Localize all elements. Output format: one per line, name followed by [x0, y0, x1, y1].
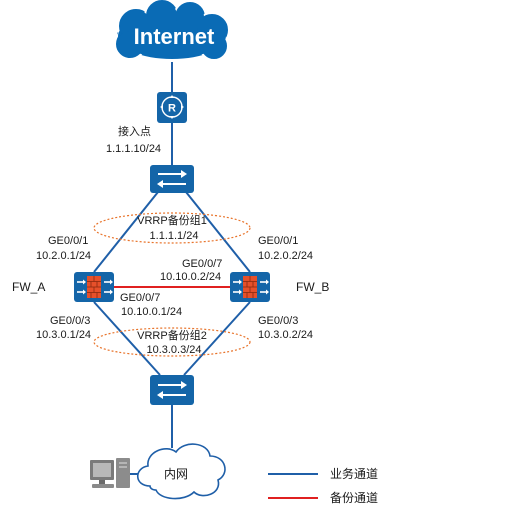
svg-text:R: R	[168, 103, 176, 115]
vrrp-group1-name: VRRP备份组1	[137, 213, 207, 227]
fwa-down-port: GE0/0/3	[50, 315, 90, 327]
link-switch-fwa	[93, 191, 159, 273]
fwa-hb-port: GE0/0/7	[120, 292, 160, 304]
fwb-hb-ip: 10.10.0.2/24	[160, 271, 221, 283]
upper-switch-icon	[150, 165, 194, 193]
fw-b-firewall-icon	[230, 272, 270, 302]
vrrp-group1-ip: 1.1.1.1/24	[150, 230, 199, 242]
router-icon: R	[157, 92, 187, 123]
fwb-hb-port: GE0/0/7	[182, 258, 222, 270]
lower-switch-icon	[150, 375, 194, 405]
vrrp-group1-ellipse	[93, 212, 251, 244]
vrrp-group2-ellipse	[93, 327, 251, 357]
fw-b-name: FW_B	[296, 280, 329, 294]
link-switch-fwb	[185, 191, 251, 273]
internet-label: Internet	[134, 24, 215, 49]
link-fwa-lowswitch	[93, 301, 161, 376]
access-point-ip: 1.1.1.10/24	[106, 143, 161, 155]
internet-cloud: Internet	[114, 0, 230, 61]
fwb-down-ip: 10.3.0.2/24	[258, 329, 313, 341]
intranet-label: 内网	[164, 467, 188, 481]
vrrp-group2-name: VRRP备份组2	[137, 328, 207, 342]
fwa-up-port: GE0/0/1	[48, 235, 88, 247]
legend: 业务通道 备份通道	[268, 466, 378, 505]
link-fwb-lowswitch	[183, 301, 251, 376]
intranet-cloud	[136, 443, 226, 500]
legend-backup-label: 备份通道	[330, 491, 378, 505]
fw-a-name: FW_A	[12, 280, 45, 294]
vrrp-group2-ip: 10.3.0.3/24	[146, 344, 201, 356]
fwa-hb-ip: 10.10.0.1/24	[121, 306, 182, 318]
fwb-up-ip: 10.2.0.2/24	[258, 250, 313, 262]
service-links	[93, 62, 251, 475]
legend-service-label: 业务通道	[330, 466, 378, 481]
fw-a-firewall-icon	[74, 272, 114, 302]
fwb-up-port: GE0/0/1	[258, 235, 298, 247]
fwb-down-port: GE0/0/3	[258, 315, 298, 327]
access-point-label: 接入点	[118, 125, 151, 138]
fwa-up-ip: 10.2.0.1/24	[36, 250, 91, 262]
pc-icon	[90, 458, 130, 488]
fwa-down-ip: 10.3.0.1/24	[36, 329, 91, 341]
